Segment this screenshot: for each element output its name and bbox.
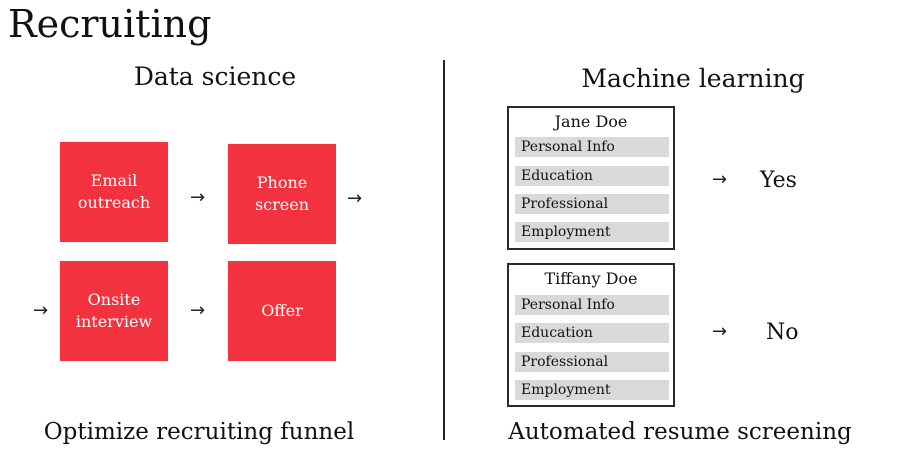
- stage-onsite-interview: Onsite interview: [60, 261, 168, 361]
- arrow-icon: →: [190, 187, 206, 208]
- resume-field-education: Education: [515, 323, 669, 343]
- resume-field-employment: Employment: [515, 380, 669, 400]
- machine-learning-heading: Machine learning: [581, 64, 805, 93]
- stage-label: Offer: [261, 301, 303, 320]
- stage-label: Email outreach: [77, 171, 151, 212]
- resume-card-jane-doe: Jane Doe Personal Info Education Profess…: [507, 106, 675, 250]
- data-science-heading: Data science: [133, 62, 297, 91]
- arrow-icon: →: [712, 169, 728, 190]
- arrow-icon: →: [33, 300, 49, 321]
- stage-email-outreach: Email outreach: [60, 142, 168, 242]
- resume-field-personal-info: Personal Info: [515, 295, 669, 315]
- resume-field-professional: Professional: [515, 352, 669, 372]
- decision-no: No: [766, 320, 799, 345]
- candidate-name: Jane Doe: [554, 112, 628, 131]
- resume-field-education: Education: [515, 166, 669, 186]
- arrow-icon: →: [190, 300, 206, 321]
- data-science-caption: Optimize recruiting funnel: [43, 419, 355, 445]
- resume-card-tiffany-doe: Tiffany Doe Personal Info Education Prof…: [507, 263, 675, 407]
- page-title: Recruiting: [8, 2, 212, 46]
- stage-label: Onsite interview: [75, 290, 153, 331]
- decision-yes: Yes: [760, 168, 797, 193]
- candidate-name: Tiffany Doe: [544, 269, 638, 288]
- resume-field-professional: Professional: [515, 194, 669, 214]
- machine-learning-caption: Automated resume screening: [508, 419, 852, 445]
- stage-offer: Offer: [228, 261, 336, 361]
- resume-field-personal-info: Personal Info: [515, 137, 669, 157]
- stage-label: Phone screen: [254, 173, 310, 214]
- resume-field-employment: Employment: [515, 222, 669, 242]
- stage-phone-screen: Phone screen: [228, 144, 336, 244]
- arrow-icon: →: [712, 321, 728, 342]
- section-divider: [443, 60, 445, 440]
- arrow-icon: →: [347, 188, 363, 209]
